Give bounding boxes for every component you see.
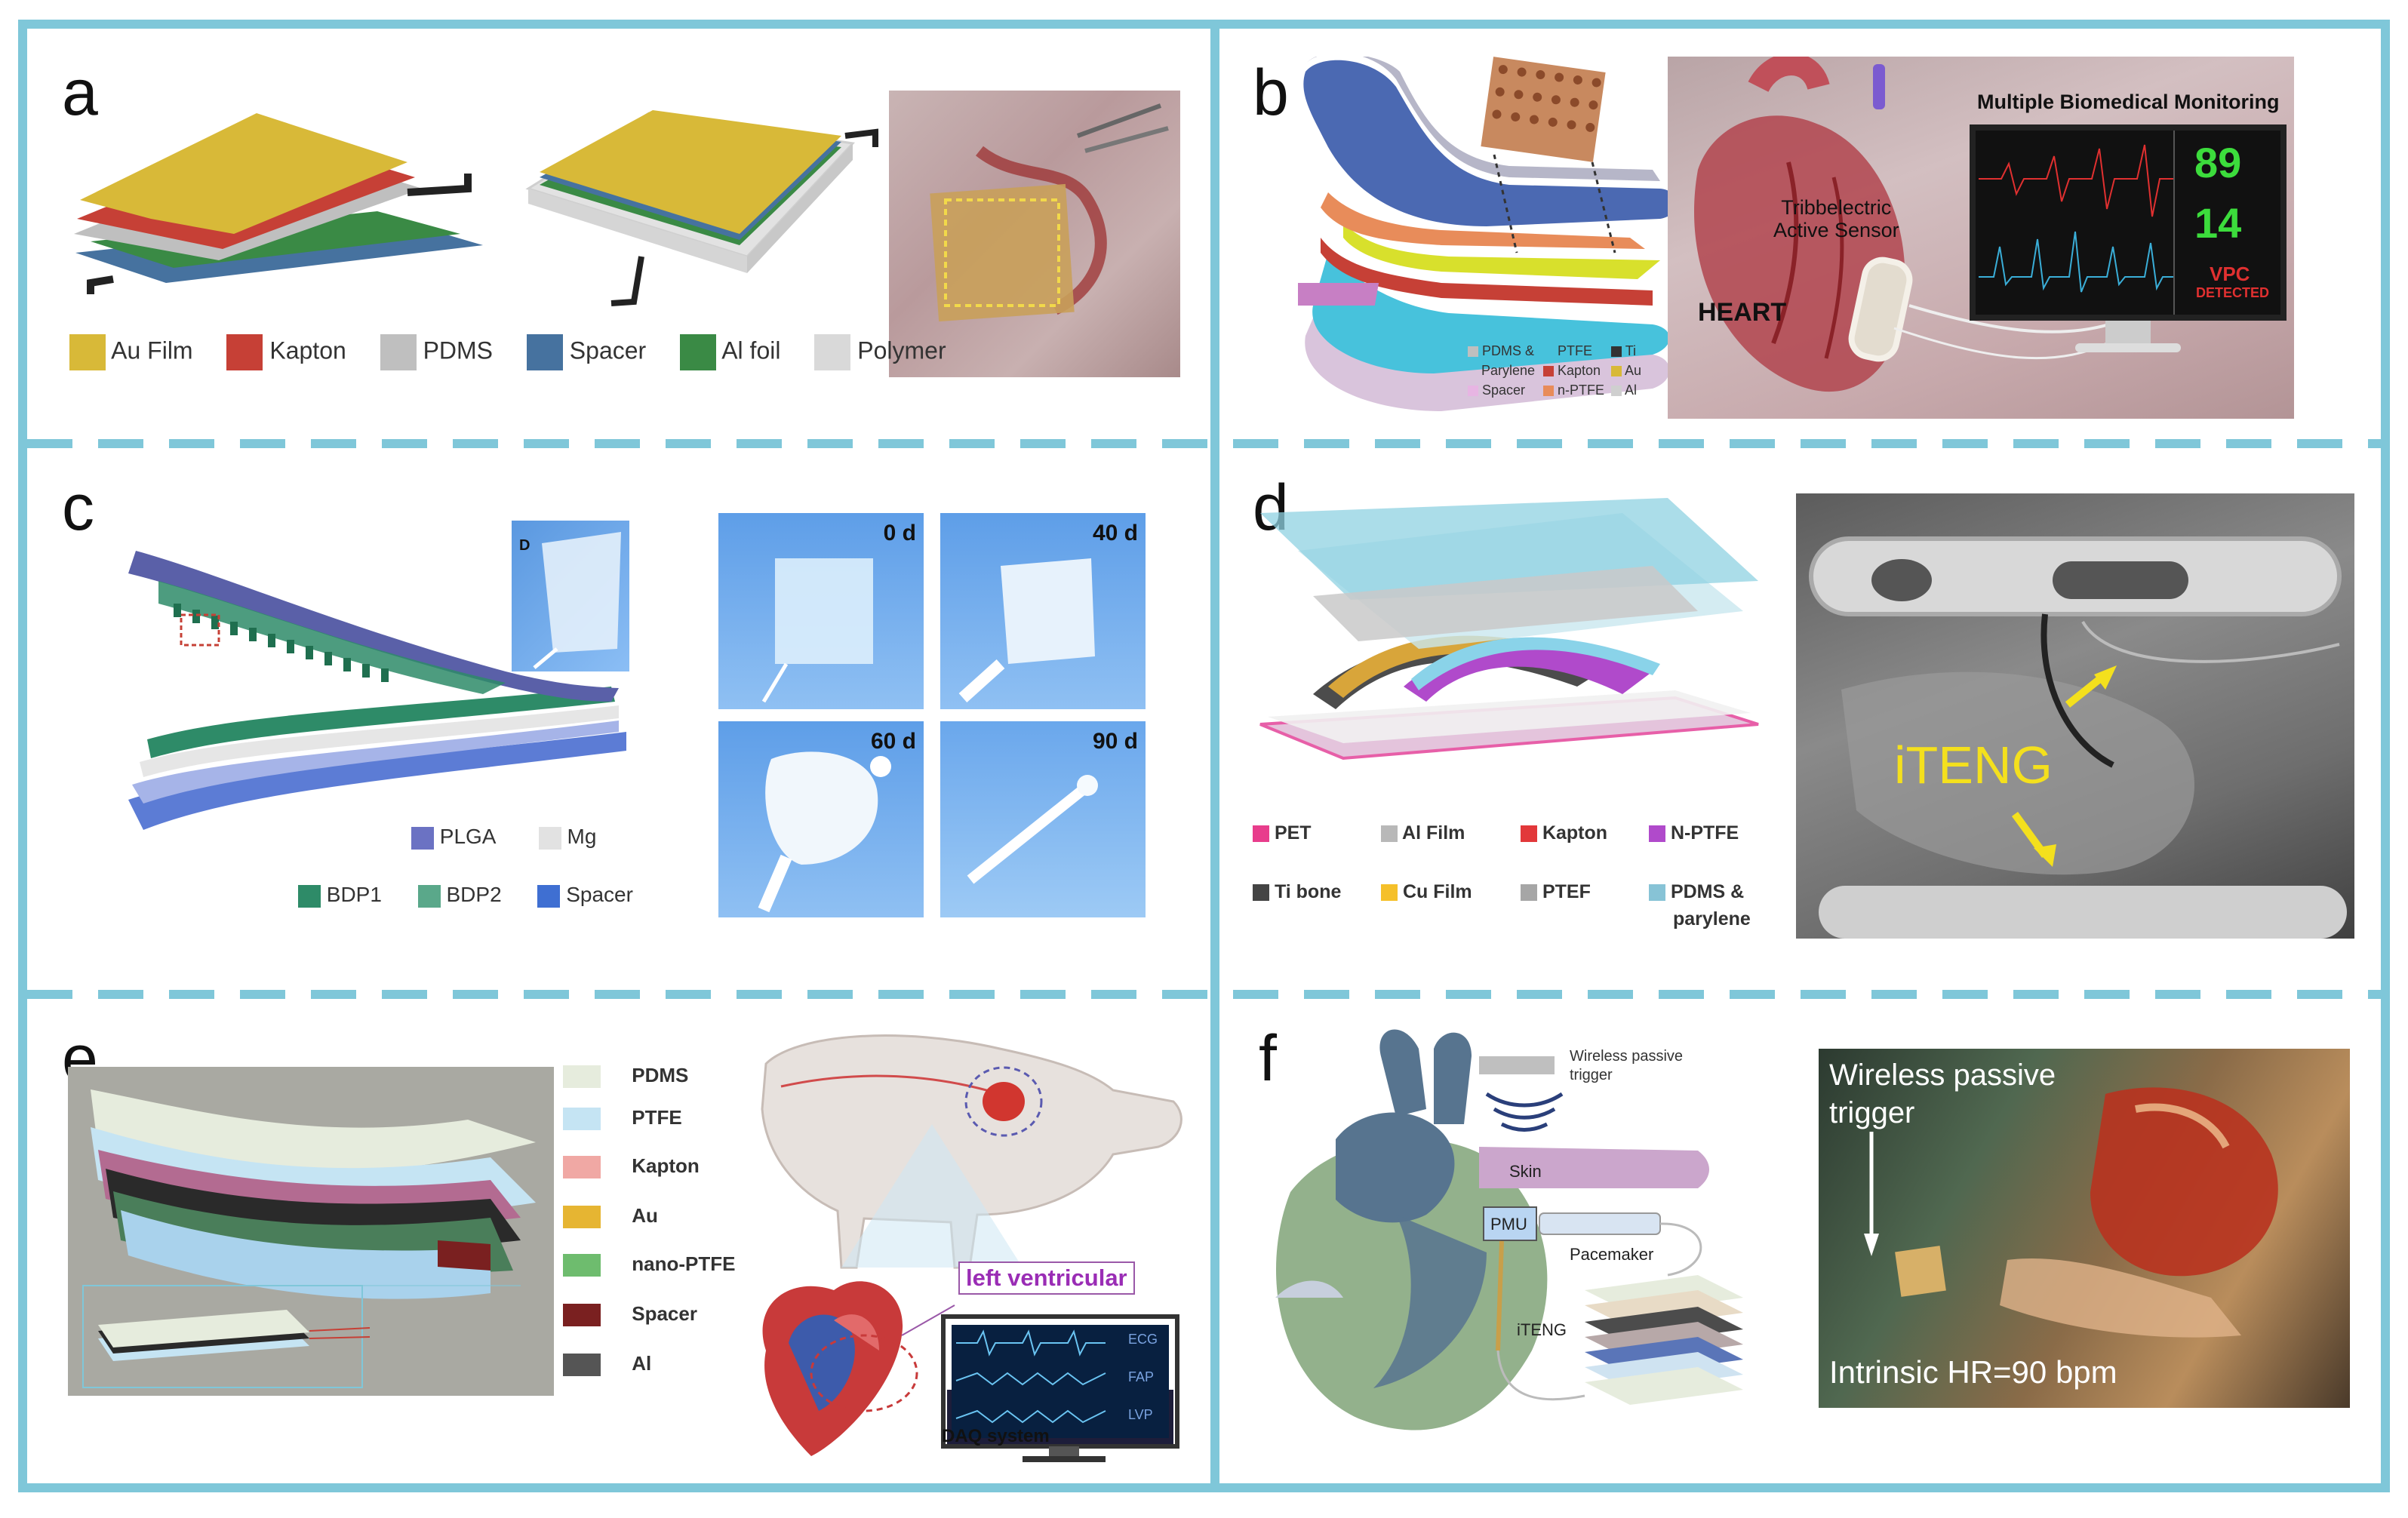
inset-letter: D [519, 537, 530, 554]
au-film-layer [80, 113, 407, 234]
panel-label-a: a [62, 57, 98, 129]
panel-c-device-exploded [128, 551, 626, 830]
monitor-screen: 89 14 VPC DETECTED [1970, 124, 2287, 321]
rr-value: 14 [2194, 199, 2242, 247]
legend-parylene: parylene [1673, 908, 1751, 930]
panel-d-photo-implant: iTENG [1796, 493, 2354, 939]
panel-a-device-assembled [525, 110, 878, 306]
lead-wire-top [844, 128, 878, 147]
outer-border [18, 20, 2390, 1492]
legend-n-ptfe: n-PTFE [1558, 383, 1605, 398]
legend-ti-bone: Ti bone [1274, 881, 1342, 902]
panel-c-legend-row2: BDP1 BDP2 Spacer [298, 883, 633, 908]
legend-kapton: Kapton [1558, 363, 1601, 378]
alert-vpc: VPC [2210, 263, 2250, 285]
panel-label-c: c [62, 472, 94, 544]
day-90-label: 90 d [1092, 729, 1138, 754]
swatch-polymer [814, 334, 851, 370]
legend-pdms-parylene: PDMS & [1482, 343, 1535, 358]
panel-a-photo-implant [889, 91, 1180, 377]
panel-c-inset-photo: D [512, 521, 629, 671]
pmu-label: PMU [1490, 1215, 1527, 1234]
heart-label: HEART [1698, 298, 1787, 327]
panel-c-legend-row1: PLGA Mg [411, 825, 596, 850]
sensor-label: Tribbelectric Active Sensor [1773, 196, 1899, 241]
legend-ti: Ti [1625, 343, 1637, 358]
legend-pdms-parylene-2: Parylene [1481, 363, 1536, 378]
legend-spacer: Spacer [1482, 383, 1526, 398]
pacemaker-label: Pacemaker [1570, 1245, 1654, 1264]
day-60-label: 60 d [870, 729, 916, 754]
iteng-photo-label: iTENG [1894, 736, 2053, 794]
legend-plga: PLGA [439, 825, 495, 848]
photo-hr-label: Intrinsic HR=90 bpm [1829, 1354, 2117, 1390]
panel-label-f: f [1259, 1022, 1277, 1095]
day-90-photo: 90 d [940, 721, 1146, 917]
day-40-photo: 40 d [940, 513, 1146, 709]
legend-nano-ptfe: nano-PTFE [632, 1252, 736, 1275]
swatch-al-foil [680, 334, 717, 370]
legend-pet: PET [1274, 822, 1312, 844]
legend-kapton: Kapton [1542, 822, 1608, 844]
screen-label-ecg: ECG [1128, 1332, 1158, 1347]
trigger-label: Wireless passive trigger [1570, 1048, 1684, 1083]
day-0-label: 0 d [883, 521, 916, 545]
legend-au: Au [1625, 363, 1642, 378]
legend-al: Al [632, 1352, 652, 1375]
panel-d-device-exploded [1259, 498, 1759, 761]
legend-ptfe: PTFE [632, 1106, 682, 1129]
legend-kapton: Kapton [269, 336, 346, 364]
panel-e-device-exploded [68, 1067, 554, 1396]
lead-wire-top [407, 174, 472, 196]
swatch-au-film [69, 334, 106, 370]
legend-au: Au [632, 1204, 658, 1227]
legend-polymer: Polymer [857, 336, 946, 364]
legend-kapton: Kapton [632, 1154, 700, 1177]
day-0-photo: 0 d [718, 513, 924, 709]
swatch-kapton [226, 334, 263, 370]
panel-a-legend: Au Film Kapton PDMS Spacer Al foil Polym… [69, 334, 946, 370]
legend-n-ptfe: N-PTFE [1670, 822, 1739, 844]
screen-label-fap: FAP [1128, 1369, 1155, 1384]
legend-ptfe: PTFE [1558, 343, 1593, 358]
legend-cu-film: Cu Film [1402, 881, 1472, 902]
left-ventricular-label: left ventricular [958, 1261, 1135, 1295]
panel-f-heart-pacemaker-diagram [1275, 1029, 1743, 1430]
skin-label: Skin [1509, 1162, 1542, 1181]
legend-mg: Mg [567, 825, 597, 848]
legend-ptef: PTEF [1542, 881, 1591, 902]
day-60-photo: 60 d [718, 721, 924, 917]
legend-bdp1: BDP1 [326, 883, 382, 906]
legend-pdms: PDMS [423, 336, 494, 364]
panel-b-device-exploded [1298, 57, 1678, 411]
panel-a-device-exploded [74, 113, 483, 294]
panel-f-photo-surgery: Wireless passive trigger Intrinsic HR=90… [1819, 1049, 2350, 1408]
daq-label: DAQ system [942, 1426, 1050, 1446]
iteng-label: iTENG [1517, 1320, 1567, 1339]
lead-wire-bottom [87, 275, 114, 294]
lead-wire-bottom [610, 256, 644, 306]
monitor-title: Multiple Biomedical Monitoring [1977, 91, 2280, 113]
swatch-pdms [380, 334, 417, 370]
legend-al: Al [1625, 383, 1638, 398]
legend-al-foil: Al foil [721, 336, 781, 364]
legend-pdms: PDMS & [1670, 881, 1745, 902]
panel-b-heart-illustration: HEART Tribbelectric Active Sensor Multip… [1668, 57, 2294, 419]
legend-pdms: PDMS [632, 1064, 689, 1086]
legend-spacer: Spacer [569, 336, 647, 364]
panel-label-b: b [1253, 57, 1289, 129]
day-40-label: 40 d [1092, 521, 1138, 545]
panel-e-animal-illustration [761, 1034, 1182, 1462]
legend-spacer: Spacer [632, 1302, 697, 1325]
swatch-spacer [526, 334, 563, 370]
legend-al-film: Al Film [1402, 822, 1465, 844]
hr-value: 89 [2194, 139, 2242, 186]
screen-label-lvp: LVP [1128, 1407, 1153, 1422]
photo-trigger-label: Wireless passive trigger [1829, 1059, 2056, 1129]
legend-bdp2: BDP2 [446, 883, 502, 906]
alert-detected: DETECTED [2196, 285, 2270, 300]
legend-au-film: Au Film [111, 336, 193, 364]
legend-spacer: Spacer [566, 883, 633, 906]
